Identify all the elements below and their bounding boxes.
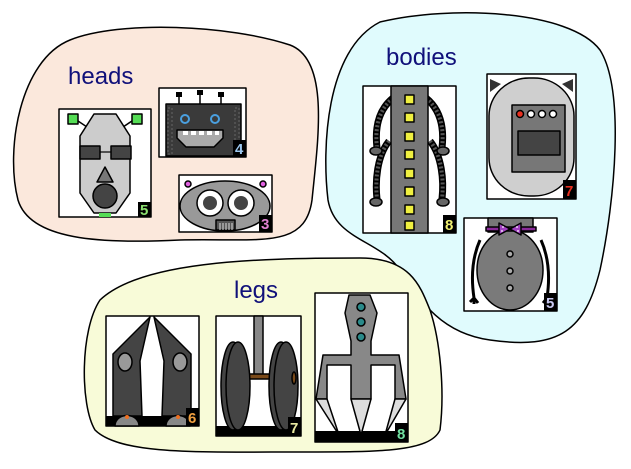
part-card-claw-legs[interactable]: 8 <box>314 292 409 443</box>
count-badge: 4 <box>235 141 244 158</box>
robot-legs-claw-icon <box>315 294 408 442</box>
count-badge-bg <box>186 408 199 426</box>
count-badge: 5 <box>140 202 148 219</box>
bodies-group: bodies <box>325 12 616 344</box>
robot-legs-wheels-icon <box>216 315 301 436</box>
heads-label: heads <box>68 63 133 90</box>
legs-label: legs <box>234 277 278 304</box>
robot-body-spine-icon <box>369 85 450 234</box>
count-badge-bg <box>395 423 408 442</box>
robot-body-stove-icon <box>488 77 575 197</box>
count-badge-bg <box>443 215 456 233</box>
part-card-wheel-legs[interactable]: 7 <box>215 315 302 437</box>
count-badge: 6 <box>188 410 196 427</box>
count-badge: 8 <box>445 217 453 234</box>
count-badge: 5 <box>546 295 554 312</box>
part-card-walker-legs[interactable]: 6 <box>105 315 200 427</box>
count-badge-bg <box>544 293 557 311</box>
robot-head-square-icon <box>165 90 242 157</box>
part-card-bowtie-body[interactable]: 5 <box>463 217 558 312</box>
part-card-stove-body[interactable]: 7 <box>486 73 577 200</box>
robot-body-bowtie-icon <box>468 217 553 311</box>
part-card-square-head[interactable]: 4 <box>158 87 247 158</box>
legs-group: legs 6 <box>83 257 443 453</box>
count-badge-bg <box>259 215 272 232</box>
count-badge-bg <box>288 417 301 436</box>
robot-head-tall-icon <box>67 113 143 217</box>
count-badge: 8 <box>397 426 405 443</box>
robot-head-round-icon <box>179 180 271 232</box>
count-badge-bg <box>138 202 151 217</box>
part-card-spine-body[interactable]: 8 <box>362 85 457 234</box>
bodies-label: bodies <box>386 44 457 71</box>
count-badge: 7 <box>290 420 298 437</box>
count-badge-bg <box>563 180 576 199</box>
part-card-tall-head[interactable]: 5 <box>58 108 152 219</box>
count-badge-bg <box>233 140 246 157</box>
count-badge: 3 <box>261 216 269 233</box>
count-badge: 7 <box>565 183 573 200</box>
heads-group: heads 5 <box>12 26 320 242</box>
part-card-round-eyes-head[interactable]: 3 <box>178 174 273 233</box>
